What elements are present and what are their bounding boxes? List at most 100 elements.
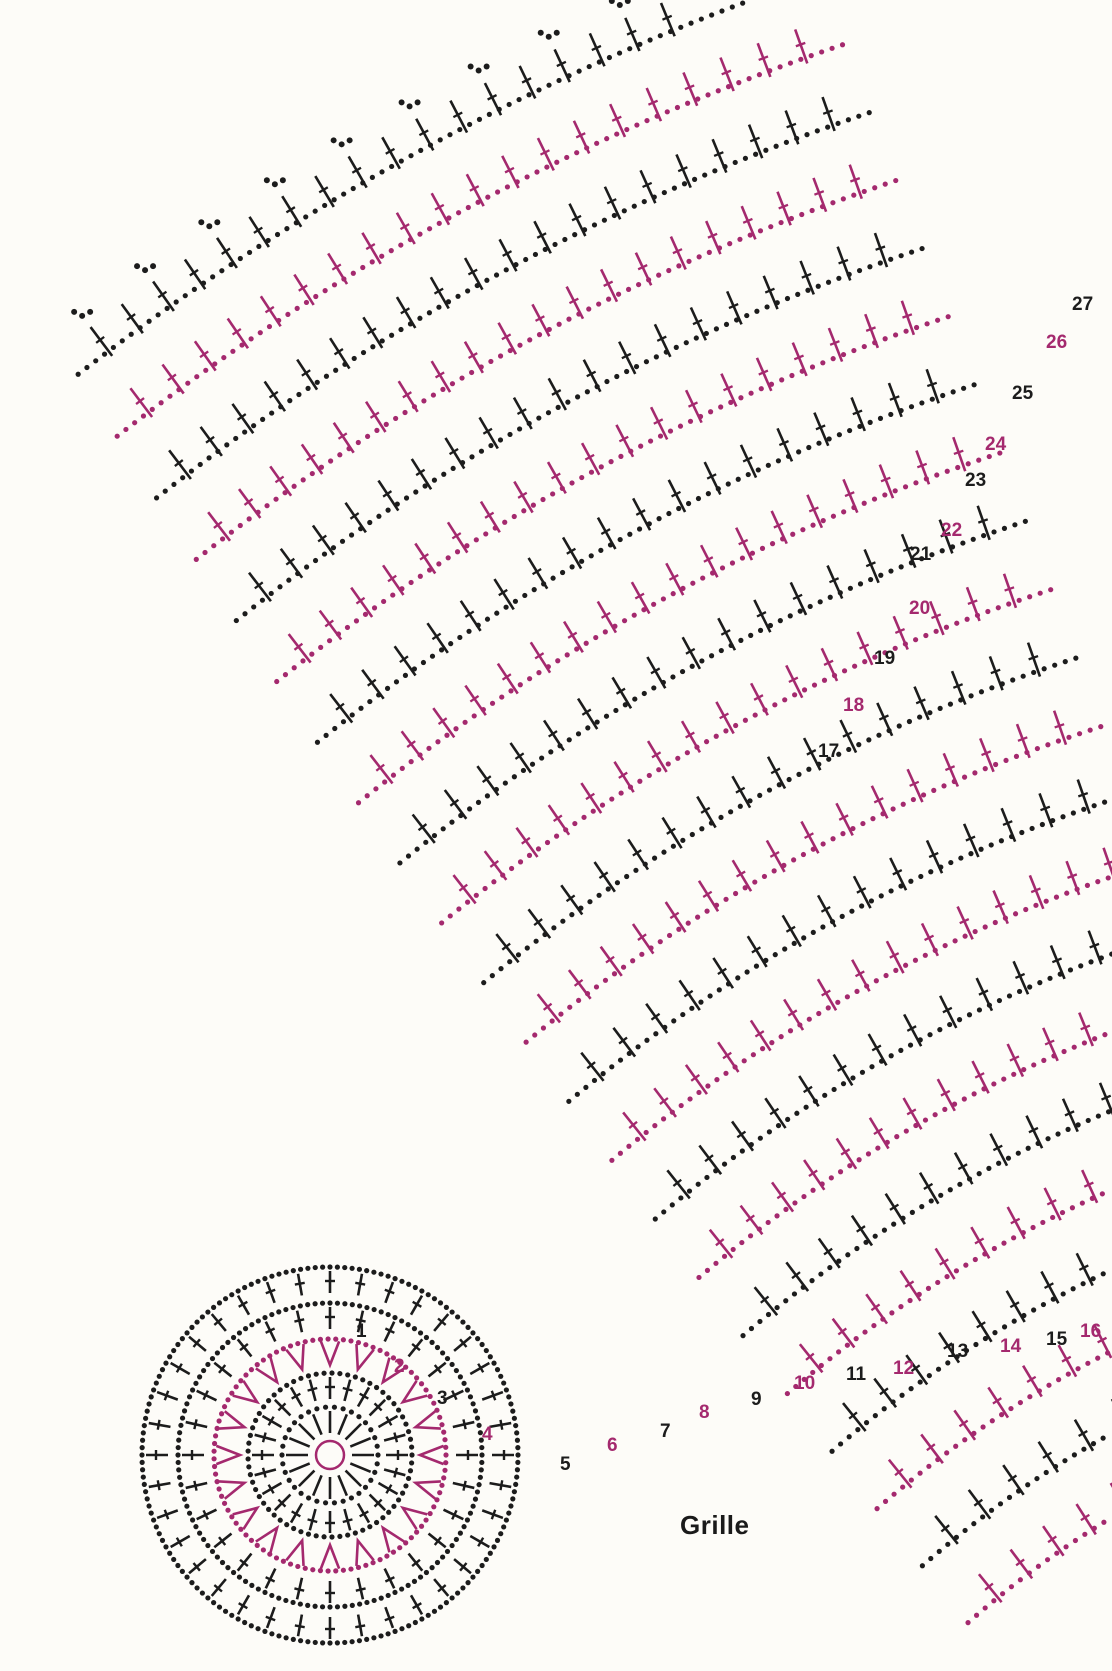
- chain-stitch-dot: [714, 326, 719, 331]
- picot: [87, 309, 93, 315]
- chain-stitch-dot: [384, 1351, 389, 1356]
- chain-stitch-dot: [427, 226, 432, 231]
- chain-stitch-dot: [859, 903, 864, 908]
- chain-stitch-dot: [838, 1169, 843, 1174]
- chain-stitch-dot: [791, 857, 796, 862]
- round-label-18: 18: [843, 695, 864, 716]
- chain-stitch-dot: [175, 1563, 180, 1568]
- double-crochet-stitch: [1075, 1420, 1093, 1451]
- double-crochet-stitch: [349, 156, 367, 187]
- chain-stitch-dot: [799, 212, 804, 217]
- chain-stitch-dot: [1046, 1383, 1051, 1388]
- chain-stitch-dot: [801, 1194, 806, 1199]
- chain-stitch-dot: [363, 1420, 368, 1425]
- chain-stitch-dot: [918, 874, 923, 879]
- chain-stitch-dot: [656, 767, 661, 772]
- double-crochet-stitch: [334, 423, 354, 453]
- double-crochet-stitch: [598, 602, 616, 633]
- stitch-crossbar: [814, 191, 823, 195]
- chain-stitch-dot: [276, 1633, 281, 1638]
- chain-stitch-dot: [443, 1452, 448, 1457]
- chain-stitch-dot: [961, 386, 966, 391]
- chain-stitch-dot: [442, 1468, 447, 1473]
- chain-stitch-dot: [809, 53, 814, 58]
- chain-stitch-dot: [517, 343, 522, 348]
- double-crochet-stitch: [772, 1182, 793, 1211]
- chain-stitch-dot: [514, 1430, 519, 1435]
- chain-stitch-dot: [513, 1423, 518, 1428]
- stitch-crossbar: [343, 1388, 353, 1391]
- double-crochet-stitch: [465, 258, 482, 290]
- chain-stitch-dot: [727, 241, 732, 246]
- chain-stitch-dot: [439, 1422, 444, 1427]
- chain-stitch-dot: [589, 553, 594, 558]
- chain-stitch-dot: [278, 1518, 283, 1523]
- chain-stitch-dot: [504, 1517, 509, 1522]
- chain-stitch-dot: [1011, 1235, 1016, 1240]
- double-crochet-stitch: [302, 444, 322, 474]
- chain-stitch-dot: [632, 696, 637, 701]
- double-crochet-stitch: [751, 683, 768, 715]
- chain-stitch-dot: [213, 1433, 218, 1438]
- chain-stitch-dot: [783, 1298, 788, 1303]
- chain-stitch-dot: [636, 282, 641, 287]
- chain-stitch-dot: [276, 1596, 281, 1601]
- double-crochet-stitch: [1007, 1291, 1025, 1322]
- chain-stitch-dot: [429, 1565, 434, 1570]
- picot: [546, 34, 552, 40]
- chain-stitch-dot: [889, 1310, 894, 1315]
- chain-stitch-dot: [351, 186, 356, 191]
- chain-stitch-dot: [205, 1543, 210, 1548]
- chain-stitch-dot: [518, 859, 523, 864]
- chain-stitch-dot: [275, 232, 280, 237]
- chain-stitch-dot: [224, 442, 229, 447]
- chain-stitch-dot: [214, 1479, 219, 1484]
- chain-stitch-dot: [810, 1188, 815, 1193]
- chain-stitch-dot: [785, 1117, 790, 1122]
- chain-stitch-dot: [770, 541, 775, 546]
- double-crochet-stitch: [633, 924, 653, 954]
- round-label-17: 17: [818, 741, 839, 762]
- double-crochet-stitch: [718, 1042, 738, 1072]
- chain-stitch-dot: [398, 327, 403, 332]
- chain-stitch-dot: [283, 672, 288, 677]
- chain-stitch-dot: [290, 1600, 295, 1605]
- chain-stitch-dot: [445, 1356, 450, 1361]
- chain-stitch-dot: [530, 762, 535, 767]
- chain-stitch-dot: [907, 719, 912, 724]
- chain-stitch-dot: [399, 1318, 404, 1323]
- chain-stitch-dot: [604, 379, 609, 384]
- picot: [272, 181, 278, 187]
- chain-stitch-dot: [795, 292, 800, 297]
- chain-stitch-dot: [739, 1240, 744, 1245]
- double-crochet-stitch: [281, 549, 302, 578]
- chain-stitch-dot: [310, 471, 315, 476]
- chain-stitch-dot: [248, 1433, 253, 1438]
- chain-stitch-dot: [448, 913, 453, 918]
- chain-stitch-dot: [733, 891, 738, 896]
- chain-stitch-dot: [391, 1550, 396, 1555]
- chain-stitch-dot: [283, 1598, 288, 1603]
- chain-stitch-dot: [441, 1430, 446, 1435]
- chain-stitch-dot: [1018, 1400, 1023, 1405]
- chain-stitch-dot: [143, 1416, 148, 1421]
- chain-stitch-dot: [151, 1517, 156, 1522]
- chain-stitch-dot: [1061, 1049, 1066, 1054]
- chain-stitch-dot: [678, 424, 683, 429]
- chain-stitch-dot: [365, 434, 370, 439]
- chain-stitch-dot: [652, 856, 657, 861]
- chain-stitch-dot: [943, 943, 948, 948]
- chain-stitch-dot: [986, 1166, 991, 1171]
- chain-stitch-dot: [596, 301, 601, 306]
- stitch-crossbar: [1055, 724, 1064, 727]
- chain-stitch-dot: [262, 1590, 267, 1595]
- chain-stitch-dot: [332, 197, 337, 202]
- chain-stitch-dot: [979, 689, 984, 694]
- double-crochet-stitch: [713, 958, 733, 988]
- chain-stitch-dot: [973, 929, 978, 934]
- chain-stitch-dot: [349, 1409, 354, 1414]
- chain-stitch-dot: [806, 445, 811, 450]
- chain-stitch-dot: [512, 514, 517, 519]
- chain-stitch-dot: [532, 1032, 537, 1037]
- chain-stitch-dot: [382, 779, 387, 784]
